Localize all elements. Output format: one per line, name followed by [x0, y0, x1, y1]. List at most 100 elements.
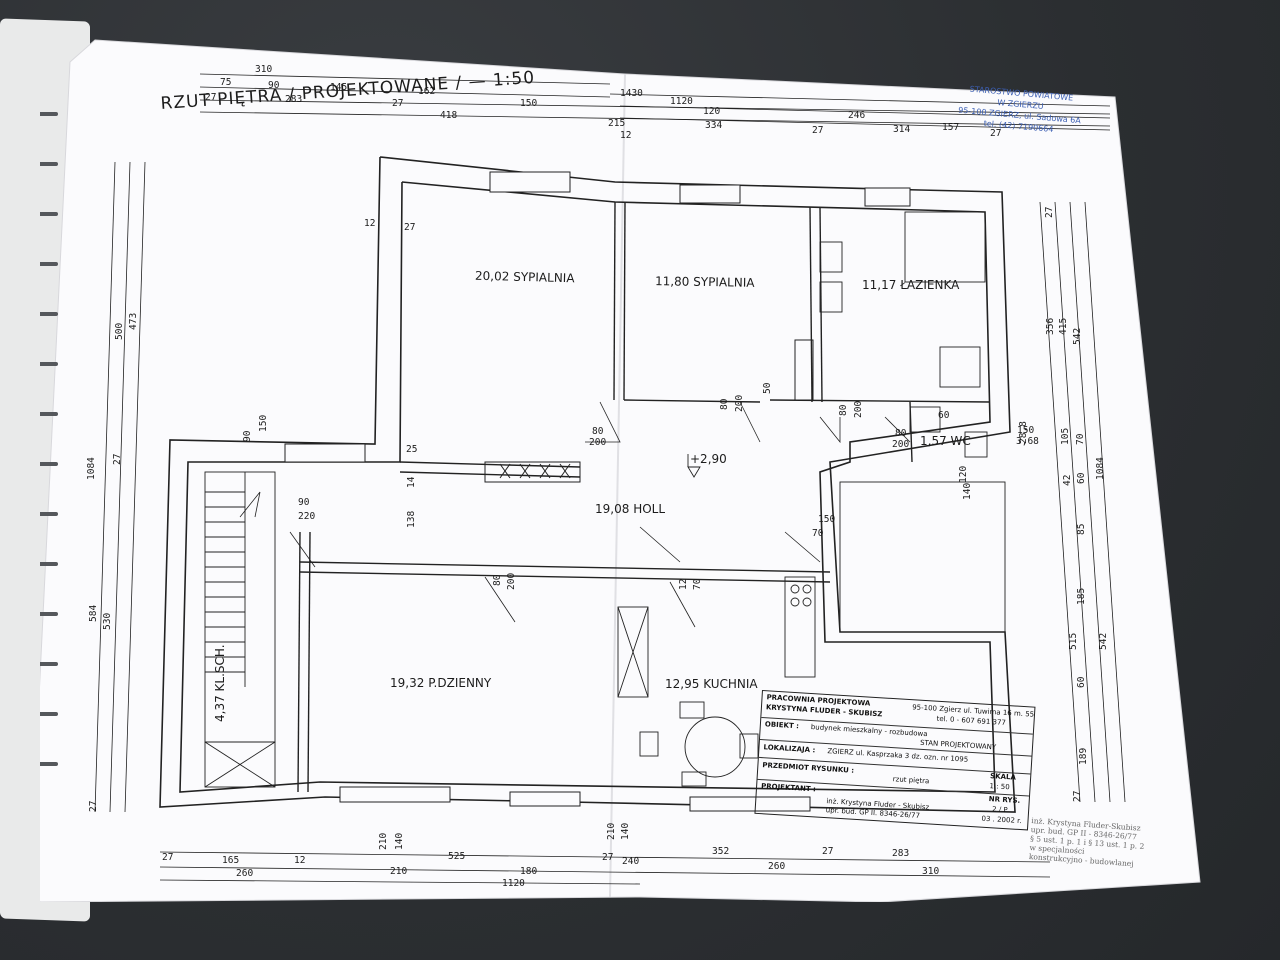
- dim-inner: 80: [492, 574, 503, 586]
- dim-inner: 150: [258, 414, 269, 432]
- dim-bottom: 210: [378, 832, 389, 850]
- room-label-living-room: 19,32 P.DZIENNY: [390, 676, 491, 690]
- right-dimension-lines: [1039, 201, 1126, 803]
- room-label-wc: 1,57 WC: [920, 434, 971, 448]
- room-area: 19,08: [595, 502, 630, 516]
- dim-top: 310: [255, 64, 273, 75]
- dim-left: 584: [88, 604, 99, 622]
- dim-right: 27: [1044, 206, 1055, 218]
- subject-label: PRZEDMIOT RYSUNKU :: [762, 761, 855, 775]
- dim-inner: 120: [958, 465, 969, 483]
- dim-bottom: 140: [620, 822, 631, 840]
- dim-inner: 50: [762, 382, 773, 394]
- signature-stamp: inż. Krystyna Fluder-Skubisz upr. bud. G…: [1029, 816, 1146, 869]
- dim-top: 1120: [670, 96, 693, 107]
- dim-top: 145: [330, 82, 348, 93]
- dim-top: 162: [418, 86, 436, 97]
- room-name: ŁAZIENKA: [900, 278, 960, 292]
- binding-rings: [40, 112, 58, 766]
- sheet-label: NR RYS.: [988, 795, 1021, 805]
- dim-bottom: 525: [448, 851, 466, 862]
- dim-right: 542: [1098, 632, 1109, 650]
- dim-bottom: 12: [294, 855, 306, 866]
- dim-top: 283: [285, 94, 303, 105]
- dim-top: 27: [205, 92, 217, 103]
- dim-bottom: 180: [520, 866, 538, 877]
- dim-inner: 150: [818, 514, 836, 525]
- dim-inner: 80: [719, 398, 730, 410]
- top-dimension-lines: [199, 73, 1111, 131]
- dim-inner: 80: [895, 428, 907, 439]
- chimney-ducts: [484, 339, 814, 483]
- scale-label: SKALA: [989, 772, 1017, 782]
- dim-inner: 200: [853, 400, 864, 418]
- room-label-bedroom-1: 20,02 SYPIALNIA: [475, 269, 575, 286]
- dim-inner: 27: [404, 222, 416, 233]
- drawing-date: 03 . 2002 r.: [981, 814, 1022, 826]
- dim-left: 500: [114, 322, 125, 340]
- floor-plan-drawing: [40, 39, 1201, 902]
- dim-top: 1430: [620, 88, 643, 99]
- dim-top: 157: [942, 122, 960, 133]
- dim-bottom: 352: [712, 846, 730, 857]
- dim-inner: 200: [892, 439, 910, 450]
- room-area: 4,37: [213, 695, 227, 722]
- dim-inner: 200: [589, 437, 607, 448]
- room-area: 12,95: [665, 677, 700, 691]
- dim-inner: 200: [506, 572, 517, 590]
- dim-inner: 138: [406, 510, 417, 528]
- dim-left: 530: [102, 612, 113, 630]
- room-name: HOLL: [633, 502, 666, 516]
- room-area: 1,57: [920, 434, 947, 448]
- dim-inner: 25: [406, 444, 418, 455]
- dim-bottom: 27: [822, 846, 834, 857]
- room-name: SYPIALNIA: [513, 269, 575, 286]
- object-value: budynek mieszkalny - rozbudowa: [810, 723, 928, 739]
- dim-right: 27: [1072, 790, 1083, 802]
- kitchen-fittings: [617, 576, 816, 787]
- room-label-hall: 19,08 HOLL: [595, 502, 665, 516]
- dim-right: 42: [1062, 474, 1073, 486]
- dim-inner: 90: [242, 430, 253, 442]
- room-name: WC: [950, 434, 971, 448]
- dim-inner: 14: [406, 476, 417, 488]
- dim-inner: 220: [298, 511, 316, 522]
- dim-inner: 3,68: [1016, 436, 1039, 447]
- room-label-bedroom-2: 11,80 SYPIALNIA: [655, 274, 755, 290]
- dim-inner: 70: [812, 528, 824, 539]
- windows: [284, 171, 911, 812]
- dim-bottom: 165: [222, 855, 240, 866]
- level-marker: [687, 454, 701, 478]
- dim-bottom: 27: [602, 852, 614, 863]
- dim-right: 515: [1068, 632, 1079, 650]
- dim-top: 27: [990, 128, 1002, 139]
- dim-right: 356: [1045, 317, 1056, 335]
- dim-right: 60: [1076, 472, 1087, 484]
- dim-inner: 60: [938, 410, 950, 421]
- bottom-dimension-lines: [159, 851, 1051, 885]
- dim-left: 27: [88, 800, 99, 812]
- dim-right: 189: [1078, 747, 1089, 765]
- subject-value: rzut piętra: [892, 775, 930, 786]
- dim-top: 215: [608, 118, 626, 129]
- dim-bottom: 260: [236, 868, 254, 879]
- dim-right: 70: [1075, 433, 1086, 445]
- dim-top: 27: [392, 98, 404, 109]
- left-dimension-lines: [94, 161, 146, 813]
- studio-phone: tel. 0 - 607 691 377: [936, 714, 1007, 727]
- location-label: LOKALIZAJA :: [763, 743, 816, 755]
- sheet-value: 2 / P: [991, 805, 1008, 815]
- door-swings: [239, 401, 911, 628]
- dim-inner: 12: [678, 578, 689, 590]
- dim-bottom: 1120: [502, 878, 525, 889]
- dim-bottom: 210: [606, 822, 617, 840]
- scale-value: 1 : 50: [989, 782, 1010, 792]
- dim-top: 150: [520, 98, 538, 109]
- dim-top: 334: [705, 120, 723, 131]
- dim-inner: 70: [692, 578, 703, 590]
- room-label-bathroom: 11,17 ŁAZIENKA: [862, 278, 959, 292]
- dim-top: 27: [812, 125, 824, 136]
- dim-bottom: 27: [162, 852, 174, 863]
- dim-inner: 80: [592, 426, 604, 437]
- dim-bottom: 210: [390, 866, 408, 877]
